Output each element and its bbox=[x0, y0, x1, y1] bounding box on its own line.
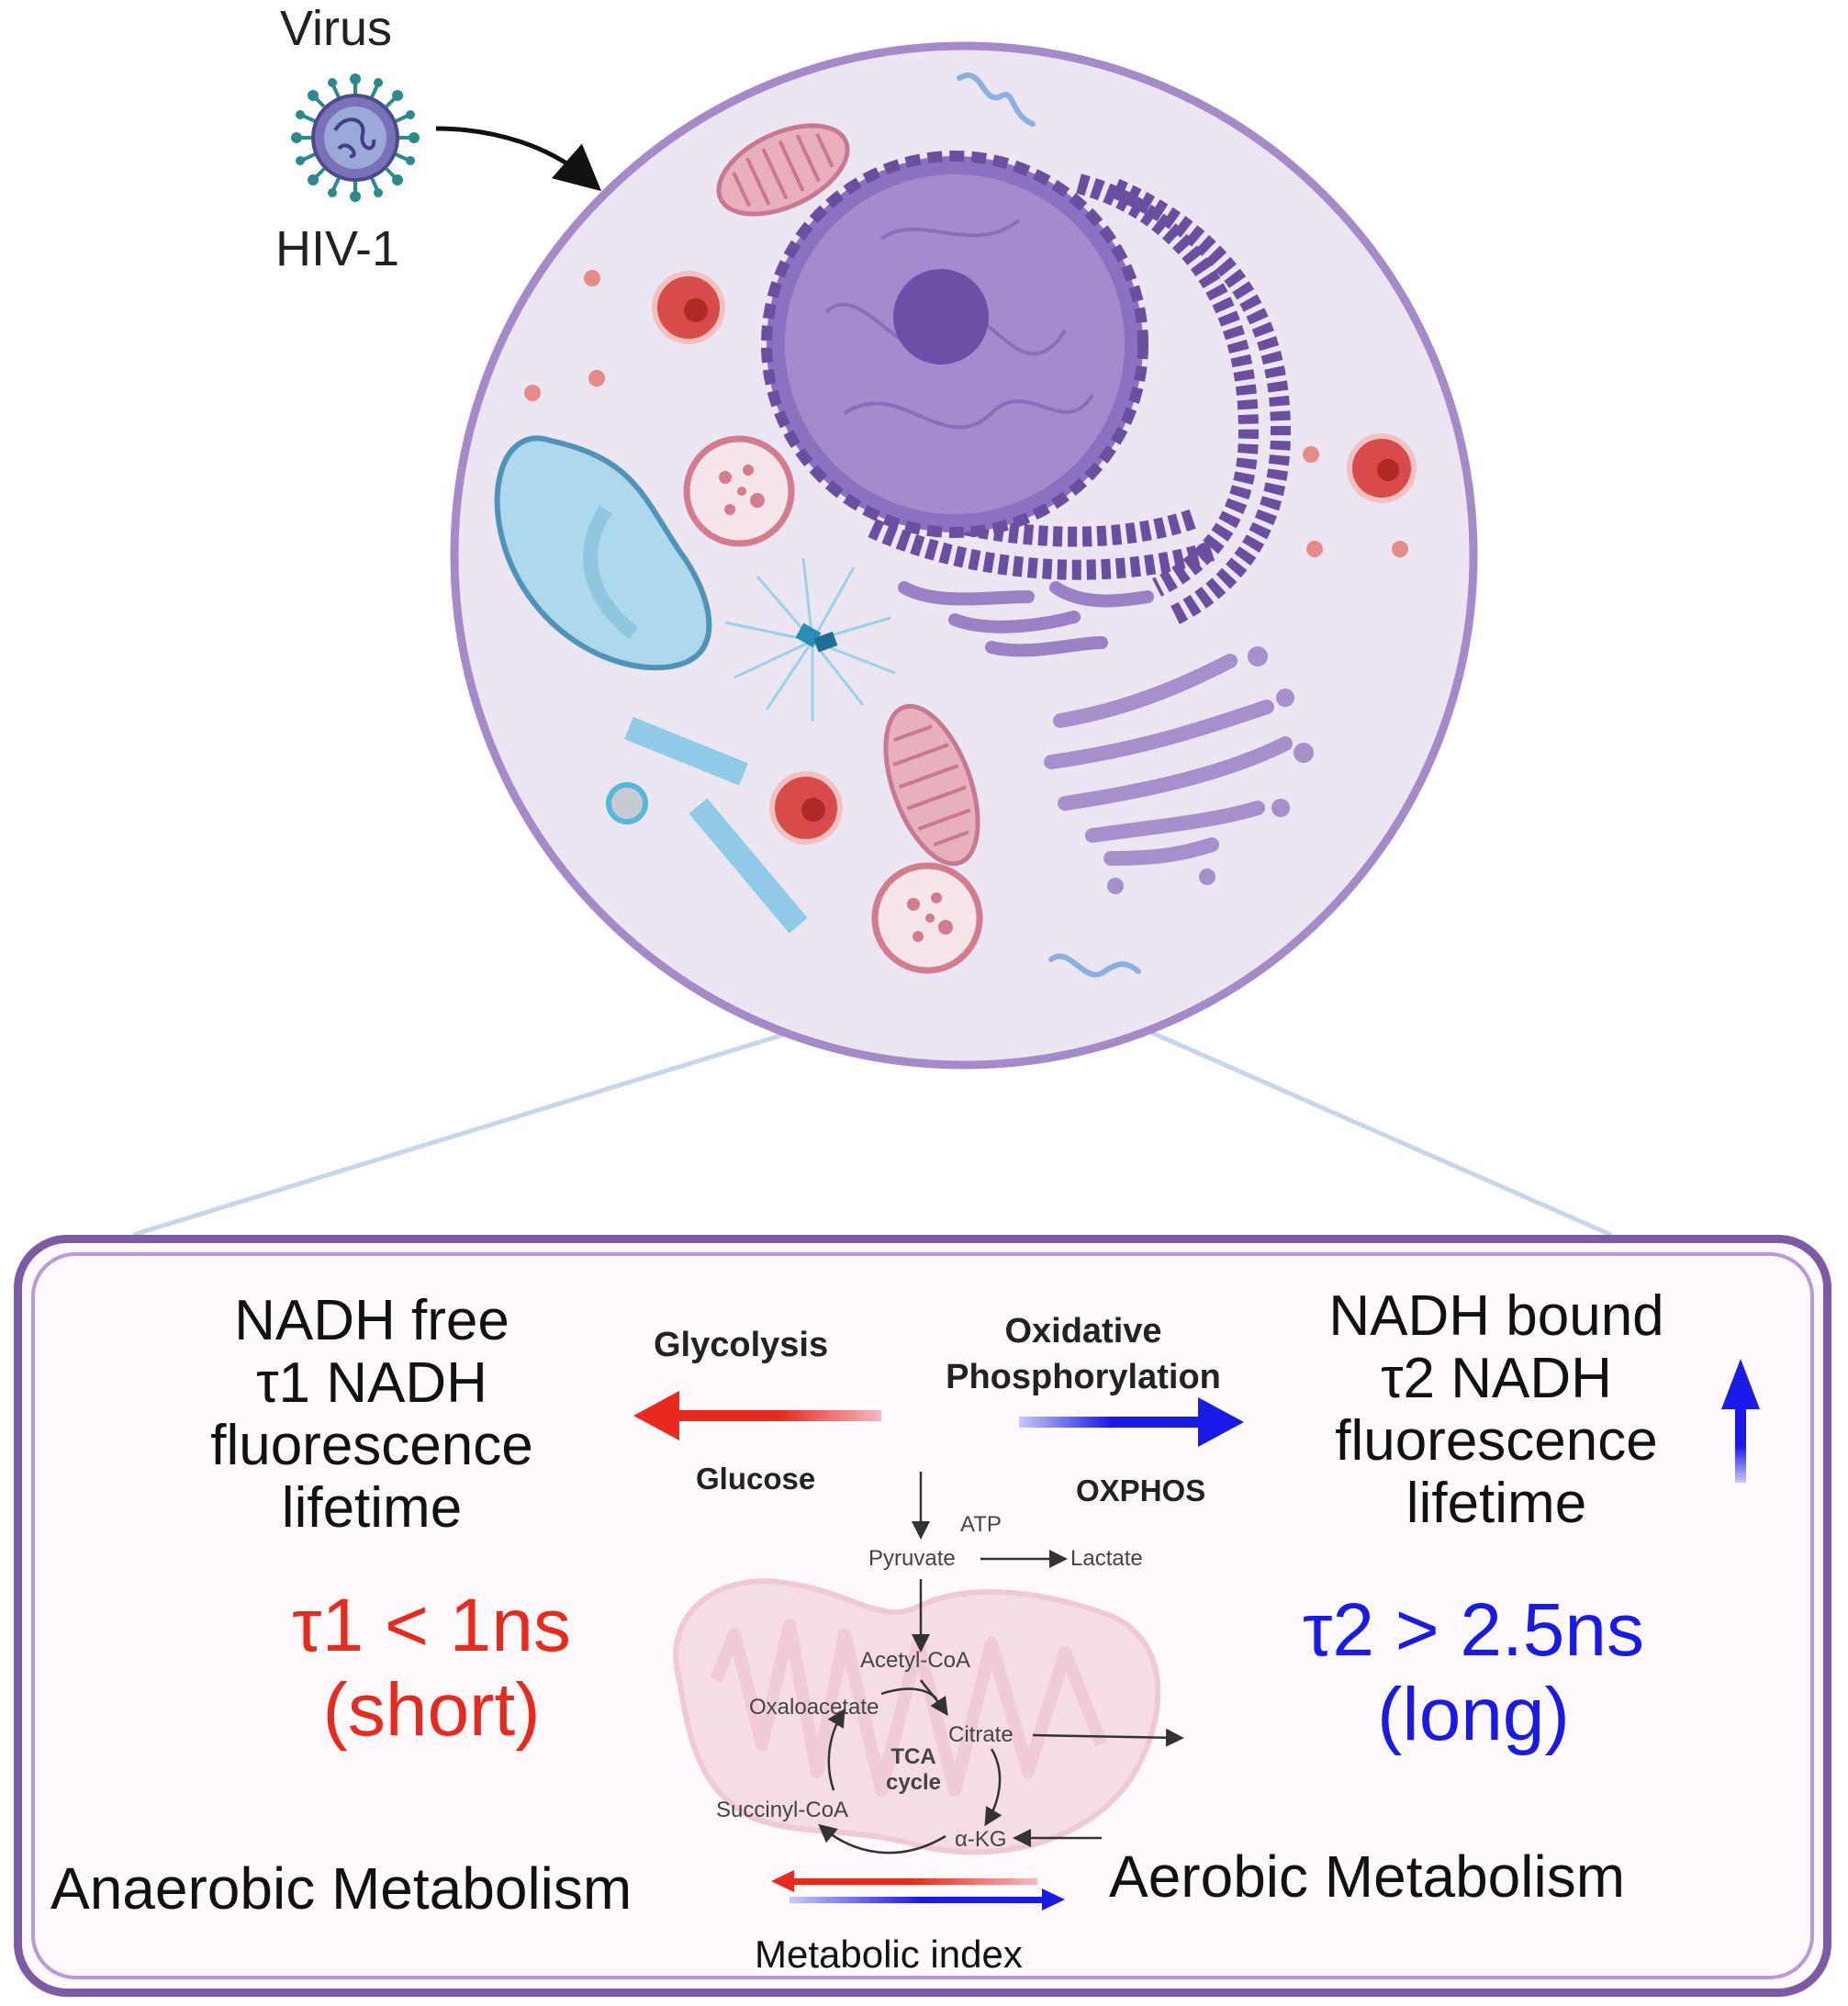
nucleus bbox=[761, 151, 1292, 624]
lysosome bbox=[652, 271, 1417, 845]
succinyl-coa-label: Succinyl-CoA bbox=[716, 1798, 849, 1822]
aerobic-arrow bbox=[790, 1888, 1065, 1911]
glucose-label: Glucose bbox=[696, 1462, 816, 1496]
vesicle-blue bbox=[606, 782, 648, 824]
mitochondrion-background bbox=[673, 1578, 1161, 1855]
acetyl-coa-label: Acetyl-CoA bbox=[860, 1648, 971, 1673]
tca-cycle-label: TCA cycle bbox=[885, 1744, 942, 1795]
oxaloacetate-label: Oxaloacetate bbox=[749, 1695, 879, 1720]
hiv-label: HIV-1 bbox=[275, 221, 400, 276]
nadh-bound-title: NADH bound τ2 NADH fluorescence lifetime bbox=[1328, 1284, 1664, 1535]
oxidative-label: Oxidative Phosphorylation bbox=[946, 1312, 1221, 1396]
citrate-label: Citrate bbox=[948, 1722, 1014, 1747]
lactate-label: Lactate bbox=[1070, 1546, 1143, 1571]
smooth-er bbox=[898, 581, 1154, 657]
oxphos-arrow bbox=[1019, 1397, 1244, 1447]
golgi bbox=[1044, 654, 1293, 866]
aerobic-label: Aerobic Metabolism bbox=[1109, 1844, 1625, 1910]
rna-strand bbox=[957, 73, 1141, 978]
virus-icon bbox=[291, 73, 420, 202]
cell-illustration bbox=[132, 41, 1613, 1238]
vacuole bbox=[494, 435, 712, 671]
zoom-lines bbox=[132, 1030, 1613, 1238]
nadh-free-title: NADH free τ1 NADH fluorescence lifetime bbox=[210, 1289, 533, 1540]
oxphos-label: OXPHOS bbox=[1076, 1474, 1206, 1507]
centrosome bbox=[724, 557, 896, 722]
vesicle bbox=[683, 435, 983, 974]
glycolysis-label: Glycolysis bbox=[654, 1326, 829, 1364]
small-vesicles bbox=[524, 270, 1408, 557]
pyruvate-label: Pyruvate bbox=[868, 1546, 956, 1571]
cytoskeleton bbox=[624, 716, 808, 934]
anaerobic-label: Anaerobic Metabolism bbox=[50, 1855, 633, 1922]
anaerobic-arrow bbox=[771, 1870, 1037, 1892]
atp-label: ATP bbox=[960, 1512, 1002, 1537]
up-arrow bbox=[1721, 1359, 1760, 1483]
virus-label: Virus bbox=[280, 1, 393, 56]
infection-arrow bbox=[435, 126, 602, 192]
tau2-value: τ2 > 2.5ns (long) bbox=[1302, 1588, 1645, 1756]
pathway-arrows bbox=[818, 1472, 1184, 1855]
metabolic-index-label: Metabolic index bbox=[755, 1933, 1023, 1976]
mitochondrion bbox=[716, 123, 980, 867]
glycolysis-arrow bbox=[633, 1391, 881, 1440]
tau1-value: τ1 < 1ns (short) bbox=[292, 1584, 571, 1752]
akg-label: α-KG bbox=[955, 1827, 1007, 1852]
